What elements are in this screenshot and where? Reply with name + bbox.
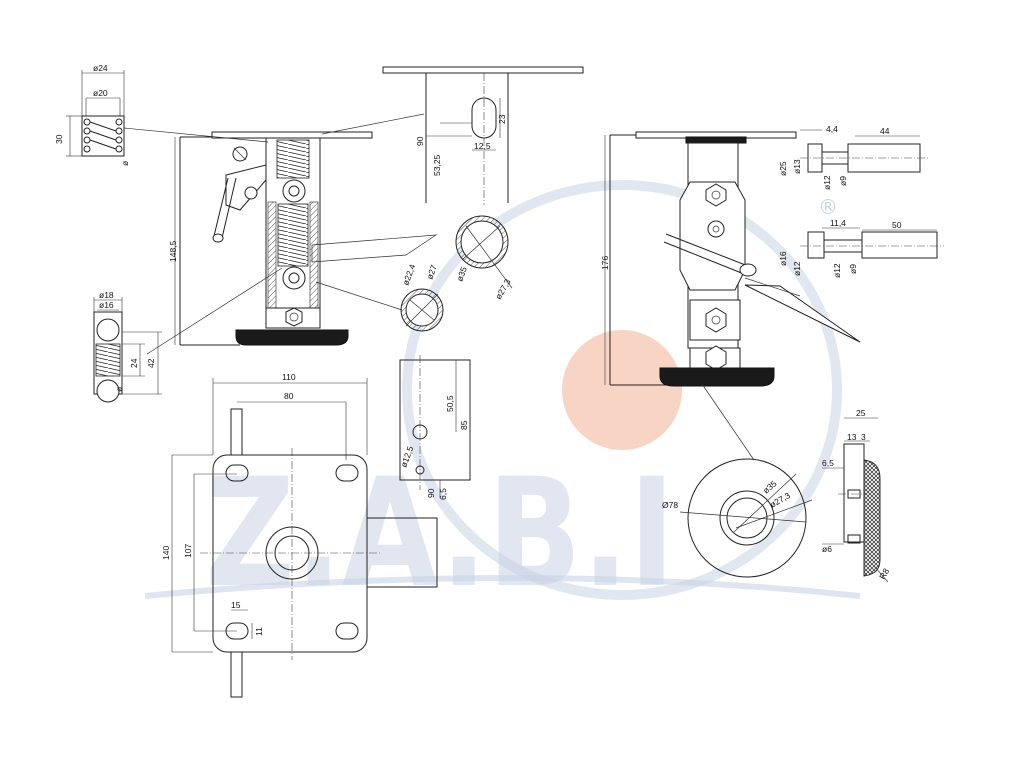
dim-tube-large-inner: ø35: [454, 265, 468, 282]
dim-plate-slot-w: 12,5: [474, 141, 491, 151]
dim-spring2-wire: ø: [114, 387, 124, 392]
dim-plate-height: 90: [415, 136, 425, 146]
dim-pin2-tip: ø9: [848, 264, 858, 274]
top-plate-view: 90 53,25 23 12,5: [321, 66, 584, 205]
dim-spring1-inner: ø20: [93, 88, 108, 98]
dim-pin2-len: 50: [892, 220, 902, 230]
dim-spring1-height: 30: [54, 134, 64, 144]
dim-pad-b: 3: [861, 432, 866, 442]
dim-plate-slot-len: 23: [497, 114, 507, 124]
dim-pin1-head-inner: ø13: [792, 159, 802, 174]
dim-left-height: 148,5: [168, 240, 178, 262]
dim-slot-len: 15: [231, 600, 241, 610]
dim-foot-inner: ø27,3: [768, 490, 792, 510]
dim-foot-dia: Ø78: [662, 500, 678, 510]
dim-base-holes-y: 107: [183, 544, 193, 558]
dim-base-holes-x: 80: [284, 391, 294, 401]
dim-pin1-head: ø25: [778, 161, 788, 176]
tube-sections: ø22,4 ø27 ø35 ø27,3: [400, 215, 513, 332]
pin-detail-2: 11,4 50 ø16 ø12 ø12 ø9: [778, 218, 944, 278]
dim-pin1-shoulder: 4,4: [826, 124, 838, 134]
watermark-ring: [402, 180, 842, 600]
dim-pad-a: 13: [847, 432, 857, 442]
dim-pin2-head: ø16: [778, 251, 788, 266]
dim-pin1-len: 44: [880, 126, 890, 136]
dim-pin2-shoulder: 11,4: [830, 218, 846, 228]
dim-pad-stem: ø6: [822, 544, 832, 554]
dim-pin1-tip: ø9: [838, 176, 848, 186]
dim-tube-small-outer: ø27: [424, 263, 438, 280]
watermark: Z.A.B.I ®: [144, 180, 861, 621]
dim-spring2-height: 24: [129, 358, 139, 368]
dim-spring2-inner: ø16: [99, 300, 114, 310]
dim-pad-lip: 6,5: [822, 458, 834, 468]
dim-right-height: 176: [600, 256, 610, 270]
watermark-text: Z.A.B.I: [205, 447, 675, 621]
watermark-dot: [562, 330, 682, 450]
dim-pin2-shank: ø12: [832, 263, 842, 278]
dim-pin1-shank: ø12: [822, 175, 832, 190]
dim-bracket-h2: 85: [459, 420, 469, 430]
watermark-swoosh: [144, 575, 861, 599]
dim-spring2-overall: 42: [146, 358, 156, 368]
left-side-view: 148,5: [168, 131, 438, 346]
dim-spring1-outer: ø24: [93, 63, 108, 73]
dim-spring1-wire: ø: [120, 161, 130, 166]
dim-bracket-angle: 90: [426, 488, 436, 498]
pin-detail-1: 4,4 44 ø25 ø13 ø12 ø9: [778, 124, 928, 190]
spring-detail-small: ø18 ø16 24 42 ø: [93, 267, 283, 403]
dim-tube-small-inner: ø22,4: [400, 263, 417, 287]
dim-base-width: 110: [282, 372, 296, 382]
dim-plate-slot-pos: 53,25: [432, 154, 442, 176]
pad-section: 25 13 3 6,5 ø6 R8: [822, 408, 891, 583]
dim-tube-large-outer: ø27,3: [493, 277, 513, 301]
dim-pad-radius: R8: [877, 566, 891, 581]
base-plate-view: 110 80 140 107 15 11: [161, 372, 438, 698]
dim-spring2-outer: ø18: [99, 290, 114, 300]
dim-slot-w: 11: [254, 627, 264, 636]
dim-base-height: 140: [161, 546, 171, 560]
right-side-view: 176: [600, 131, 861, 461]
spring-detail-large: ø24 ø20 30 ø: [54, 63, 269, 166]
dim-bracket-thk: 6,5: [438, 488, 448, 500]
registered-mark: ®: [818, 195, 838, 219]
dim-bracket-h1: 50,5: [445, 395, 455, 412]
dim-pin2-head-inner: ø12: [792, 261, 802, 276]
dim-pad-width: 25: [856, 408, 866, 418]
